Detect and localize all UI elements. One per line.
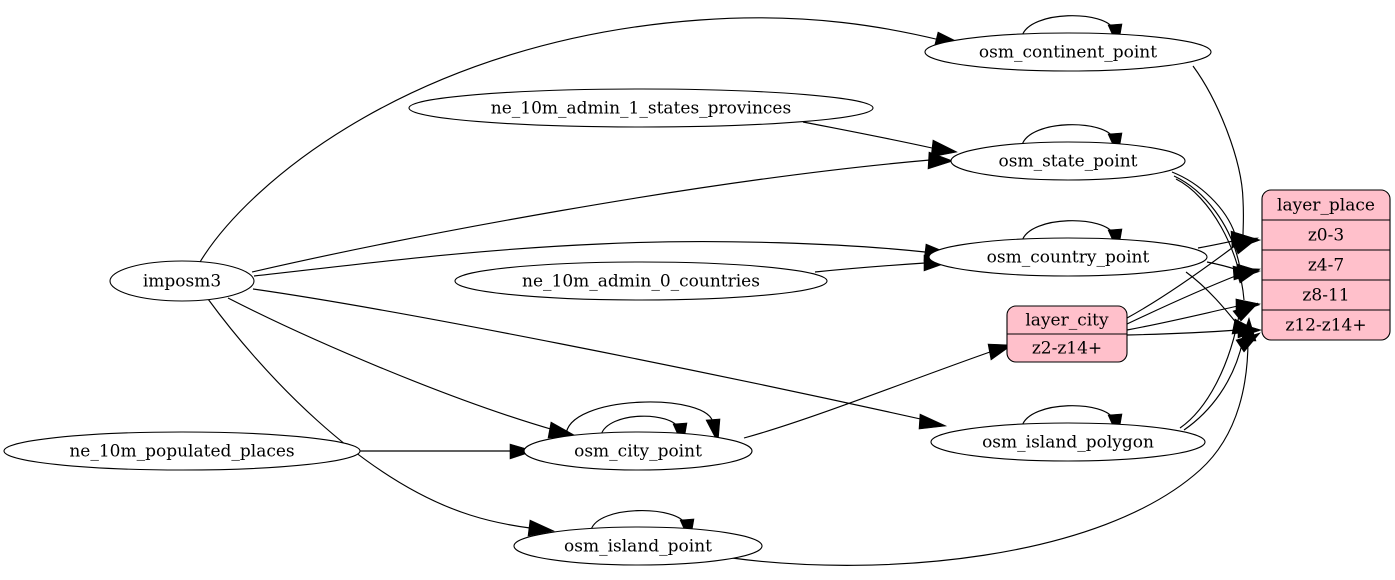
edge-osm_state_point-to-layer_place-z8-11 (1175, 178, 1245, 301)
edge-layer_city-to-layer_place-z4-7 (1126, 274, 1239, 325)
arrowhead (509, 443, 536, 460)
record-row-z2-z14[interactable]: z2-z14+ (1032, 339, 1102, 359)
node-ne_10m_admin_0_countries[interactable]: ne_10m_admin_0_countries (454, 261, 828, 301)
record-row-z0-3[interactable]: z0-3 (1308, 226, 1344, 246)
edge-imposm3-to-osm_continent_point (199, 17, 941, 263)
record-row-z12-z14[interactable]: z12-z14+ (1285, 316, 1366, 336)
record-node-layer: layer_city z2-z14+ layer_place z0-3 z4-7… (1006, 189, 1391, 363)
edge-selfloop-osm_continent_point (1021, 15, 1115, 37)
record-row-z8-11[interactable]: z8-11 (1302, 286, 1349, 306)
edge-osm_state_point-to-layer_place-z0-3 (1171, 171, 1236, 235)
edge-selfloop-osm_island_point (590, 510, 687, 531)
node-label: osm_country_point (987, 248, 1150, 268)
edge-osm_island_polygon-to-layer_place-z12-z14 (1183, 339, 1244, 431)
node-osm_continent_point[interactable]: osm_continent_point (924, 32, 1212, 72)
edge-layer (199, 15, 1262, 566)
node-label: osm_island_polygon (982, 433, 1154, 453)
arrowhead (930, 139, 958, 158)
arrowhead (1237, 322, 1262, 339)
arrowhead (918, 413, 948, 430)
edge-imposm3-to-osm_country_point (253, 240, 926, 277)
node-osm_state_point[interactable]: osm_state_point (950, 141, 1186, 181)
edge-imposm3-to-osm_island_polygon (252, 288, 926, 421)
node-ne_10m_admin_1_states_provinces[interactable]: ne_10m_admin_1_states_provinces (408, 88, 874, 128)
record-node-layer_place[interactable]: layer_place z0-3 z4-7 z8-11 z12-z14+ (1261, 189, 1391, 341)
arrowhead (1235, 298, 1261, 315)
node-label: ne_10m_admin_1_states_provinces (491, 99, 791, 119)
edge-imposm3-to-osm_island_point (207, 298, 531, 529)
record-title: layer_city (1025, 311, 1109, 331)
edge-osm_state_point-to-layer_place-z4-7 (1173, 175, 1241, 269)
edge-selfloop-osm_island_polygon (1021, 405, 1115, 427)
node-ne_10m_populated_places[interactable]: ne_10m_populated_places (3, 431, 361, 471)
node-imposm3[interactable]: imposm3 (109, 260, 255, 302)
edge-selfloop-outer-osm_city_point (565, 401, 714, 437)
node-label: osm_city_point (574, 442, 702, 462)
node-osm_island_polygon[interactable]: osm_island_polygon (930, 422, 1206, 462)
edge-ne_10m_admin_0_countries-to-osm_country_point (814, 262, 926, 273)
node-label: osm_state_point (999, 152, 1138, 172)
record-row-z4-7[interactable]: z4-7 (1308, 256, 1344, 276)
edge-layer_city-to-layer_place-z0-3 (1126, 244, 1237, 319)
edge-ne_10m_admin_1_states_provinces-to-osm_state_point (802, 121, 933, 149)
edge-selfloop-osm_country_point (1021, 220, 1115, 242)
arrowhead (987, 343, 1013, 361)
node-osm_island_point[interactable]: osm_island_point (513, 526, 763, 566)
node-osm_country_point[interactable]: osm_country_point (928, 237, 1208, 277)
node-layer: imposm3 ne_10m_admin_1_states_provinces … (3, 32, 1212, 566)
node-label: imposm3 (143, 272, 221, 292)
edge-osm_island_point-to-layer_place-z12-z14 (731, 339, 1249, 566)
node-label: ne_10m_populated_places (69, 442, 294, 462)
edge-imposm3-to-osm_state_point (251, 159, 931, 273)
arrowhead (1234, 267, 1261, 284)
edge-selfloop-osm_state_point (1021, 124, 1115, 146)
arrowhead (527, 519, 555, 537)
record-title: layer_place (1277, 196, 1375, 216)
edge-imposm3-to-osm_city_point (227, 297, 555, 431)
arrowhead (1231, 237, 1259, 255)
edge-osm_continent_point-to-layer_place-z0-3 (1192, 65, 1245, 237)
node-label: osm_island_point (564, 537, 712, 557)
edge-layer_city-to-layer_place-z8-11 (1126, 305, 1239, 331)
node-label: osm_continent_point (979, 43, 1157, 63)
record-node-layer_city[interactable]: layer_city z2-z14+ (1006, 305, 1128, 363)
edge-osm_island_polygon-to-layer_place-z8-11 (1179, 309, 1241, 429)
edge-osm_city_point-to-layer_city (743, 351, 991, 439)
node-label: ne_10m_admin_0_countries (522, 272, 760, 292)
edge-layer_city-to-layer_place-z12-z14 (1126, 329, 1239, 336)
edge-osm_country_point-to-layer_place-z12-z14 (1185, 271, 1239, 326)
node-osm_city_point[interactable]: osm_city_point (523, 431, 753, 471)
